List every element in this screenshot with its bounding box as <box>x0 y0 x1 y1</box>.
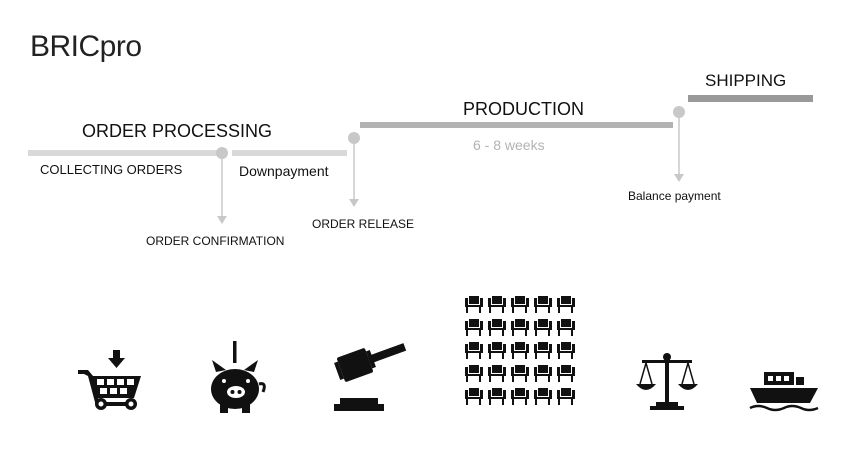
phase-production: PRODUCTION <box>463 99 584 119</box>
production-bar <box>360 122 673 128</box>
step-downpayment: Downpayment <box>239 163 329 179</box>
chairs-grid-icon <box>465 296 575 405</box>
chair-glyph <box>511 342 529 359</box>
phase-shipping: SHIPPING <box>705 71 787 90</box>
step-collecting-orders: COLLECTING ORDERS <box>40 162 183 177</box>
chair-glyph <box>534 342 552 359</box>
phase-order-processing: ORDER PROCESSING <box>82 121 273 141</box>
chair-glyph <box>557 296 575 313</box>
brand-logo: BRICpro <box>30 30 142 63</box>
chair-glyph <box>534 319 552 336</box>
chair-glyph <box>465 319 483 336</box>
chair-glyph <box>557 388 575 405</box>
shipping-bar <box>688 95 813 102</box>
downpayment-bar <box>232 150 347 156</box>
chair-glyph <box>534 365 552 382</box>
chair-glyph <box>465 365 483 382</box>
chair-glyph <box>488 319 506 336</box>
chair-glyph <box>465 296 483 313</box>
step-balance-payment: Balance payment <box>628 189 721 203</box>
piggy-bank-icon <box>211 341 266 413</box>
chair-glyph <box>511 296 529 313</box>
chair-glyph <box>488 296 506 313</box>
step-order-release: ORDER RELEASE <box>312 217 415 231</box>
balance-payment-marker <box>673 106 685 182</box>
collecting-orders-bar <box>28 150 220 156</box>
chair-glyph <box>557 342 575 359</box>
chair-glyph <box>488 365 506 382</box>
production-duration: 6 - 8 weeks <box>473 137 545 153</box>
chair-glyph <box>465 388 483 405</box>
gavel-icon <box>334 343 407 411</box>
chair-glyph <box>534 296 552 313</box>
step-order-confirmation: ORDER CONFIRMATION <box>146 234 285 248</box>
chair-glyph <box>488 388 506 405</box>
order-release-marker <box>348 132 360 207</box>
chair-glyph <box>465 342 483 359</box>
chair-glyph <box>511 388 529 405</box>
chair-glyph <box>511 365 529 382</box>
shopping-cart-icon <box>78 350 141 410</box>
order-confirmation-marker <box>216 147 228 224</box>
ship-icon <box>749 372 819 412</box>
chair-glyph <box>557 319 575 336</box>
chair-glyph <box>488 342 506 359</box>
chair-glyph <box>534 388 552 405</box>
chair-glyph <box>557 365 575 382</box>
balance-scale-icon <box>636 353 698 410</box>
chair-glyph <box>511 319 529 336</box>
